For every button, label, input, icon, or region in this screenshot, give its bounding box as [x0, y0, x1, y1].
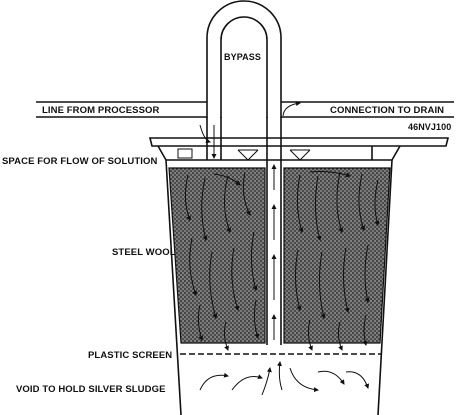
line-from-processor-label: LINE FROM PROCESSOR [42, 105, 160, 116]
plastic-screen-label: PLASTIC SCREEN [88, 350, 172, 361]
cartridge-lid [148, 137, 450, 161]
steel-wool-right [283, 167, 391, 344]
outlet-pipe [281, 101, 454, 118]
bypass-label: BYPASS [224, 52, 261, 62]
space-for-flow-label: SPACE FOR FLOW OF SOLUTION [2, 156, 158, 167]
connection-to-drain-label: CONNECTION TO DRAIN [330, 105, 444, 116]
central-riser-tube [266, 117, 282, 345]
inlet-pipe [36, 101, 207, 118]
bypass-loop [206, 0, 282, 118]
cartridge-container [165, 159, 393, 415]
flow-arrows [184, 101, 380, 396]
figure-code-label: 46NVJ100 [408, 122, 451, 132]
steel-wool-label: STEEL WOOL [112, 247, 176, 258]
steel-wool-left [168, 167, 266, 344]
void-sludge-label: VOID TO HOLD SILVER SLUDGE [16, 384, 166, 395]
